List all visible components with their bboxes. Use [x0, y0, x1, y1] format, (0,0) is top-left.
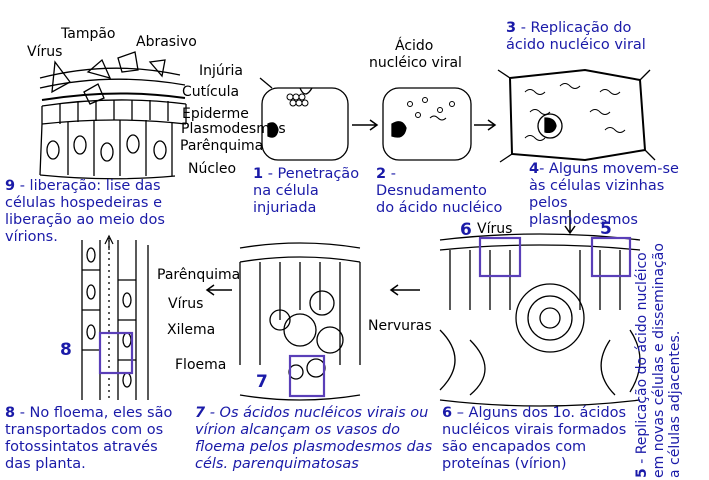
cell-penetration — [261, 87, 349, 161]
caption-step-2: 2 - Desnudamento do ácido nucléico — [376, 166, 503, 217]
label-virus-right: Vírus — [477, 221, 513, 237]
marker-6: 6 — [460, 220, 472, 240]
highlight-box-8 — [98, 331, 134, 375]
marker-5: 5 — [600, 219, 612, 239]
label-tampao: Tampão — [61, 26, 116, 42]
phloem-section — [81, 234, 149, 400]
caption-step-5: 5 - Replicação do ácido nucléico em nova… — [634, 243, 684, 478]
label-parenquima-top: Parênquima — [180, 138, 264, 154]
label-acido-line2: nucléico viral — [369, 55, 462, 71]
label-parenquima-left: Parênquima — [157, 267, 241, 283]
cell-replication — [497, 68, 656, 163]
label-nucleo: Núcleo — [188, 161, 237, 177]
caption-step-9: 9 - liberação: lise das células hospedei… — [5, 178, 165, 246]
leaf-cross-section — [439, 233, 641, 407]
cell-uncoating — [382, 87, 472, 161]
vascular-section — [239, 242, 361, 401]
marker-8: 8 — [60, 340, 72, 360]
highlight-box-7 — [288, 354, 326, 398]
label-virus-top: Vírus — [27, 44, 63, 60]
label-plasmodesmos: Plasmodesmos — [181, 121, 286, 137]
label-xilema: Xilema — [167, 322, 216, 338]
highlight-box-6 — [478, 236, 522, 278]
leaf-surface-section — [39, 51, 187, 180]
label-acido-line1: Ácido — [395, 38, 434, 54]
label-epiderme: Epiderme — [182, 106, 249, 122]
label-injuria: Injúria — [199, 63, 243, 79]
caption-step-4: 4- Alguns movem-se às células vizinhas p… — [529, 161, 679, 229]
label-cuticula: Cutícula — [182, 84, 240, 100]
marker-7: 7 — [256, 372, 268, 392]
label-nervuras: Nervuras — [368, 318, 432, 334]
caption-step-8: 8 - No floema, eles são transportados co… — [5, 405, 173, 473]
caption-step-3: 3 - Replicação do ácido nucléico viral — [506, 20, 646, 54]
caption-step-7: 7 - Os ácidos nucléicos virais ou vírion… — [195, 405, 433, 473]
highlight-box-5 — [590, 236, 632, 278]
label-abrasivo: Abrasivo — [136, 34, 197, 50]
label-floema: Floema — [175, 357, 227, 373]
caption-step-1: 1 - Penetração na célula injuriada — [253, 166, 360, 217]
label-virus-left: Vírus — [168, 296, 204, 312]
caption-step-6: 6 – Alguns dos 1o. ácidos nucléicos vira… — [442, 405, 627, 473]
